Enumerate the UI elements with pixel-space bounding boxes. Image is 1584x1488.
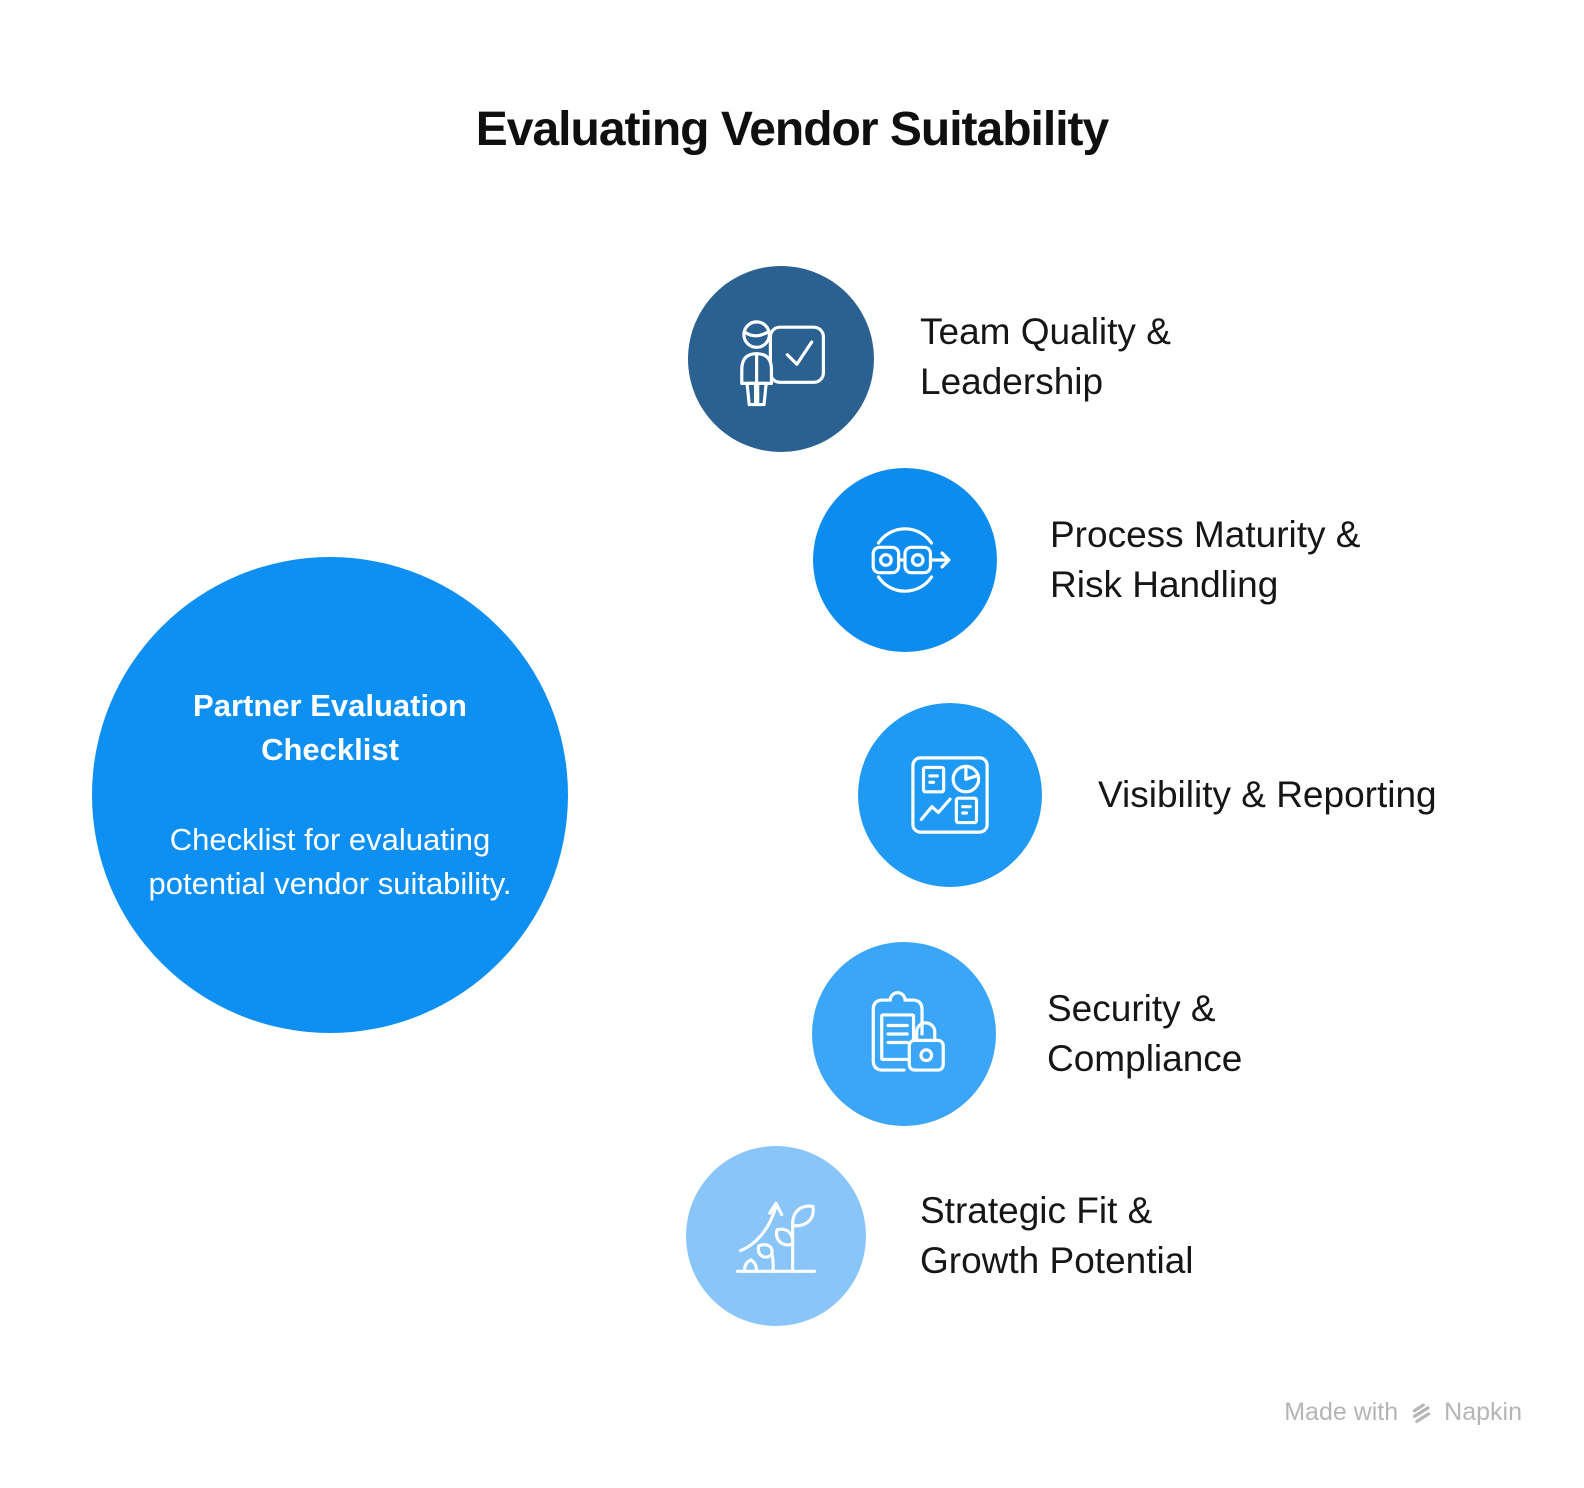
item-label-process-maturity: Process Maturity & Risk Handling [1050, 514, 1361, 605]
item-circle-security [812, 942, 996, 1126]
item-circle-visibility [858, 703, 1042, 887]
process-flow-icon [871, 527, 951, 593]
item-label-team-quality: Team Quality & Leadership [920, 311, 1171, 402]
hub-heading: Partner Evaluation Checklist [193, 687, 467, 768]
watermark-brand: Napkin [1444, 1398, 1522, 1426]
hub-circle: Partner Evaluation Checklist Checklist f… [92, 557, 568, 1033]
napkin-logo-icon [1413, 1402, 1431, 1423]
item-label-security: Security & Compliance [1047, 988, 1243, 1079]
growth-plant-icon [735, 1201, 817, 1273]
item-label-strategic-fit: Strategic Fit & Growth Potential [920, 1190, 1194, 1281]
dashboard-report-icon [911, 756, 989, 834]
watermark: Made with Napkin [1284, 1398, 1522, 1427]
page-title: Evaluating Vendor Suitability [475, 103, 1109, 156]
hub-description: Checklist for evaluating potential vendo… [148, 821, 512, 901]
item-label-visibility: Visibility & Reporting [1098, 774, 1437, 815]
clipboard-lock-icon [871, 991, 945, 1072]
presenter-checkboard-icon [740, 320, 825, 407]
item-circle-team-quality [688, 266, 874, 452]
watermark-prefix: Made with [1284, 1398, 1399, 1426]
item-circle-process-maturity [813, 468, 997, 652]
item-circle-strategic-fit [686, 1146, 866, 1326]
